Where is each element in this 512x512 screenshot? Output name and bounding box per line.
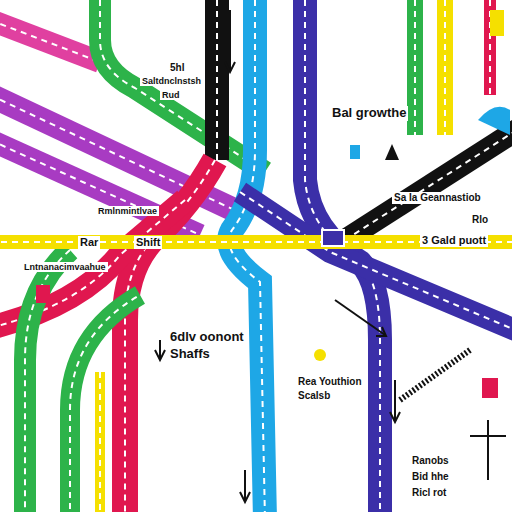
road-band <box>345 128 512 240</box>
blue-square-icon <box>350 145 360 159</box>
lane-dash <box>99 372 101 512</box>
arrowhead <box>390 412 400 422</box>
map-label: Bid hhe <box>410 471 451 483</box>
arrow <box>394 380 396 420</box>
map-label: Rlo <box>470 214 490 226</box>
map-label: Rar <box>78 236 100 249</box>
road <box>100 0 265 172</box>
arrow <box>159 340 161 358</box>
map-label: 5hl <box>168 62 186 74</box>
road-band <box>100 0 265 172</box>
arrow <box>335 300 385 335</box>
map-label: Bal growthe <box>330 106 408 121</box>
map-label: Scalsb <box>296 390 332 402</box>
road <box>217 0 218 160</box>
map-label: 6dlv oonont <box>168 330 246 345</box>
road-band <box>0 20 100 62</box>
map-label: Ricl rot <box>410 487 448 499</box>
symbols <box>36 10 510 400</box>
lane-dash <box>0 20 100 62</box>
road-band <box>70 295 140 512</box>
lane-dash <box>345 128 512 240</box>
red-marker-icon <box>482 378 498 398</box>
map-label: Rmlnmintlvae <box>96 206 159 216</box>
lane-dash <box>216 0 218 160</box>
map-label: Ranobs <box>410 455 451 467</box>
map-label: Lntnanacimvaahue <box>22 262 108 272</box>
arrowhead <box>225 62 235 72</box>
map-label: Sa Ia Geannastiob <box>392 192 483 204</box>
road-band <box>95 372 105 512</box>
arrowhead <box>155 350 165 360</box>
arrow <box>244 470 246 500</box>
triangle-icon <box>385 144 399 160</box>
arrowhead <box>240 492 250 502</box>
red-marker-icon <box>36 285 50 303</box>
map-label: Rea Youthion <box>296 376 364 388</box>
rail-track <box>400 350 470 400</box>
arrow <box>470 435 506 437</box>
road-band <box>437 0 453 135</box>
map-label: 3 Gald puott <box>420 234 488 247</box>
arrows <box>155 10 506 502</box>
road <box>229 0 265 512</box>
road-band <box>205 0 229 160</box>
road <box>70 295 140 512</box>
lane-dash <box>70 295 140 512</box>
lane-dash <box>414 0 416 135</box>
arrow <box>229 10 231 70</box>
arrowhead <box>376 327 386 336</box>
road <box>345 128 512 240</box>
blue-shape-icon <box>478 107 510 135</box>
vehicle-icon <box>322 230 344 246</box>
lane-dash <box>444 0 446 135</box>
road <box>445 0 446 135</box>
map-label: Shaffs <box>168 347 212 362</box>
map-label: Shift <box>134 236 162 249</box>
arrow <box>487 420 489 480</box>
road <box>100 372 101 512</box>
road-band <box>0 235 512 249</box>
road-band <box>229 0 265 512</box>
lane-dash <box>100 0 265 172</box>
map-label: Rud <box>160 90 182 100</box>
lane-dash <box>229 0 265 512</box>
map-label: Saltdnclnstsh <box>140 76 203 86</box>
road-band <box>407 0 423 135</box>
yellow-dot-icon <box>314 349 326 361</box>
road <box>0 20 100 62</box>
yellow-marker-icon <box>490 10 504 36</box>
road <box>415 0 416 135</box>
